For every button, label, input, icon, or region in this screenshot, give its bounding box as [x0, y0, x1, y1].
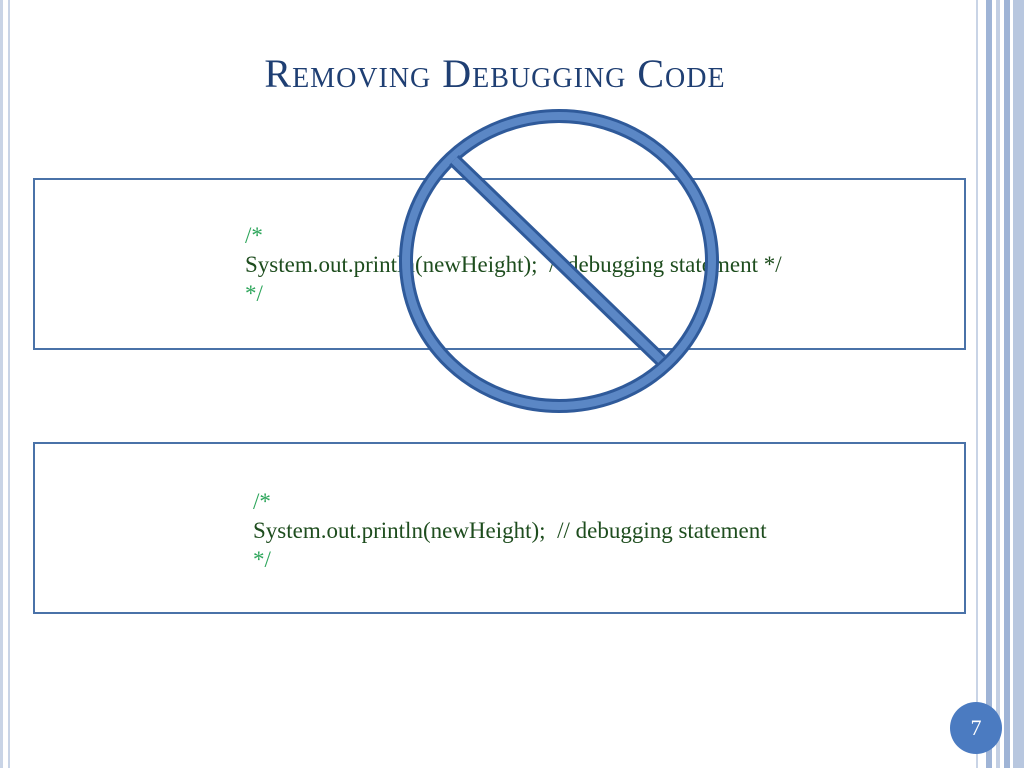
right-decorative-stripe-2 [986, 0, 992, 768]
left-decorative-stripe-outer [0, 0, 3, 768]
comment-close-line: */ [253, 547, 271, 572]
prohibition-slash-highlight [451, 157, 664, 363]
code-block-line-comment: /*System.out.println(newHeight); // debu… [253, 487, 767, 574]
code-statement-line: System.out.println(newHeight); // debugg… [253, 516, 767, 545]
right-decorative-stripe-1 [976, 0, 978, 768]
code-statement: System.out.println(newHeight); [245, 252, 550, 277]
code-box-line-comment [33, 442, 966, 614]
prohibition-ring-highlight [402, 112, 716, 410]
right-decorative-stripe-4 [1004, 0, 1010, 768]
left-decorative-stripe-inner [8, 0, 10, 768]
code-statement: System.out.println(newHeight); [253, 518, 558, 543]
prohibition-sign-icon [399, 109, 719, 413]
comment-open-line: /* [245, 223, 263, 248]
slide-title: Removing Debugging Code [264, 51, 726, 96]
right-decorative-stripe-3 [996, 0, 1000, 768]
page-number-badge: 7 [950, 702, 1002, 754]
right-decorative-stripe-5 [1013, 0, 1024, 768]
comment-open-line: /* [253, 489, 271, 514]
comment-close-line: */ [245, 281, 263, 306]
code-inline-comment: // debugging statement [557, 518, 767, 543]
